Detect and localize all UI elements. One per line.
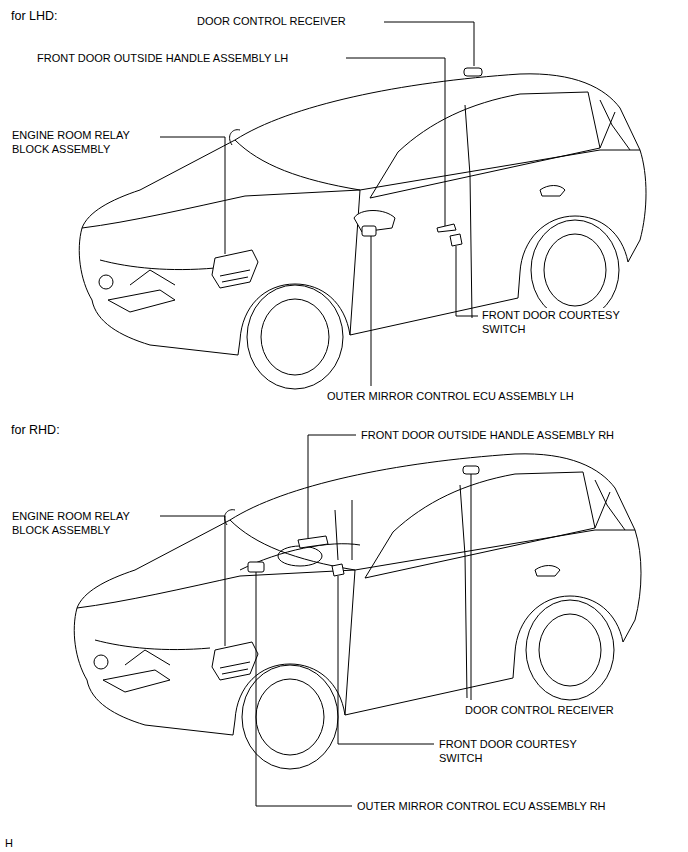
part-label: DOOR CONTROL RECEIVER <box>464 703 615 717</box>
part-label: DOOR CONTROL RECEIVER <box>196 14 347 28</box>
part-label: FRONT DOOR COURTESY SWITCH <box>481 308 643 336</box>
interior-outline <box>240 500 360 570</box>
part-label: H <box>4 836 14 850</box>
part-label: FRONT DOOR OUTSIDE HANDLE ASSEMBLY RH <box>360 428 615 442</box>
part-label: OUTER MIRROR CONTROL ECU ASSEMBLY LH <box>326 389 575 403</box>
vehicle-outline <box>79 74 646 389</box>
part-label: OUTER MIRROR CONTROL ECU ASSEMBLY RH <box>356 799 607 813</box>
part-label: ENGINE ROOM RELAY BLOCK ASSEMBLY <box>11 128 159 156</box>
component-symbols <box>212 68 482 288</box>
part-label: FRONT DOOR OUTSIDE HANDLE ASSEMBLY LH <box>36 51 289 65</box>
part-label: FRONT DOOR COURTESY SWITCH <box>438 737 600 765</box>
leader-lines <box>160 22 478 806</box>
component-symbols <box>212 466 479 680</box>
vehicle-outline <box>74 454 641 769</box>
part-label: for LHD: <box>10 9 59 23</box>
part-label: ENGINE ROOM RELAY BLOCK ASSEMBLY <box>11 509 159 537</box>
part-label: for RHD: <box>10 423 61 437</box>
